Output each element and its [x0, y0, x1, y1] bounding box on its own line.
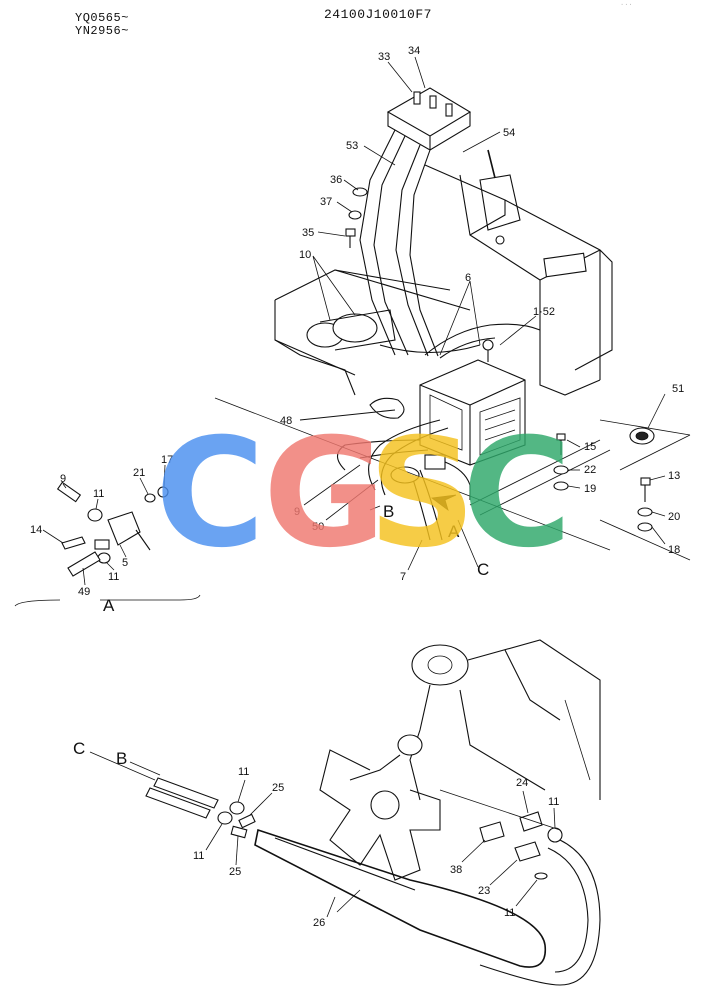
marker-c-bottom: C — [73, 739, 85, 758]
callout-23: 23 — [478, 885, 490, 897]
grommet-51-hole — [635, 431, 649, 441]
callout-21: 21 — [133, 467, 145, 479]
callout-18: 18 — [668, 544, 680, 556]
callout-14: 14 — [30, 524, 42, 536]
leader-48 — [299, 409, 396, 421]
watermark-letter-3: S — [368, 407, 476, 581]
corner-text: ... — [620, 0, 633, 8]
callout-7: 7 — [400, 571, 406, 583]
callout-1-52: 1·52 — [533, 306, 555, 318]
serial-line-2: YN2956~ — [75, 24, 129, 38]
callout-11-detail-2: 11 — [108, 571, 119, 583]
fittings-left — [217, 801, 256, 839]
callout-25-lower-2: 25 — [229, 866, 241, 878]
perspective-line-5 — [469, 439, 601, 506]
callout-49: 49 — [78, 586, 90, 598]
callout-25-lower-1: 25 — [272, 782, 284, 794]
bolt-35 — [345, 228, 356, 248]
line-6b — [439, 337, 496, 359]
callout-9-main: 9 — [294, 506, 300, 518]
engine-block — [349, 639, 601, 801]
tank-body — [424, 149, 613, 396]
part-number: 24100J10010F7 — [324, 7, 432, 22]
callout-54: 54 — [503, 127, 515, 139]
callout-10: 10 — [299, 249, 311, 261]
marker-b-top: B — [383, 502, 394, 521]
nut-18 — [637, 522, 653, 532]
line-6a — [424, 323, 541, 356]
perspective-line-3 — [619, 434, 691, 471]
callout-35: 35 — [302, 227, 314, 239]
callout-36: 36 — [330, 174, 342, 186]
marker-a-detail: A — [103, 596, 115, 615]
perspective-line-1 — [214, 397, 611, 551]
heater-hoses — [336, 419, 471, 541]
detail-a — [14, 481, 201, 607]
callout-20: 20 — [668, 511, 680, 523]
callout-labels: 34 33 54 53 36 37 35 10 6 1·52 51 48 15 … — [30, 45, 684, 929]
callout-53: 53 — [346, 140, 358, 152]
bolt-15 — [556, 433, 566, 455]
callout-11-lower-4: 11 — [504, 907, 515, 919]
callout-13: 13 — [668, 470, 680, 482]
callout-37: 37 — [320, 196, 332, 208]
seat-platform — [274, 269, 481, 396]
fittings-right — [439, 789, 563, 880]
callout-50: 50 — [312, 521, 324, 533]
callout-26: 26 — [313, 917, 325, 929]
marker-c-top: C — [477, 560, 489, 579]
hoses-26 — [254, 828, 601, 986]
heater-unit — [419, 339, 526, 466]
callout-11-lower-3: 11 — [548, 796, 559, 808]
callout-6: 6 — [465, 272, 471, 284]
callout-15: 15 — [584, 441, 596, 453]
part-48-loop — [369, 397, 405, 419]
callout-38: 38 — [450, 864, 462, 876]
leader-lines — [42, 56, 666, 918]
marker-b-bottom: B — [116, 749, 127, 768]
perspective-line-6 — [479, 449, 611, 516]
callout-22: 22 — [584, 464, 596, 476]
perspective-line-2 — [599, 419, 691, 436]
watermark-letter-1: C — [155, 407, 265, 581]
arrow-a — [430, 494, 457, 512]
callout-11-lower-1: 11 — [238, 766, 249, 778]
callout-17: 17 — [161, 454, 173, 466]
callout-51: 51 — [672, 383, 684, 395]
callout-11-lower-2: 11 — [193, 850, 204, 862]
washer-20 — [637, 507, 653, 517]
callout-33: 33 — [378, 51, 390, 63]
callout-9-detail: 9 — [60, 473, 66, 485]
watermark-letter-2: G — [263, 407, 386, 581]
watermark: C G S C — [155, 407, 572, 581]
bolt-13 — [640, 477, 651, 502]
callout-34: 34 — [408, 45, 420, 57]
marker-a-top: A — [448, 522, 460, 541]
washer-37 — [348, 210, 362, 220]
perspective-line-4 — [599, 519, 691, 561]
callout-24: 24 — [516, 777, 528, 789]
callout-11-detail-1: 11 — [93, 488, 104, 500]
callout-19: 19 — [584, 483, 596, 495]
control-head-assembly — [359, 87, 472, 357]
washer-36 — [352, 187, 368, 197]
cooling-fan — [319, 749, 441, 881]
callout-5: 5 — [122, 557, 128, 569]
callout-48: 48 — [280, 415, 292, 427]
serial-line-1: YQ0565~ — [75, 11, 129, 25]
pipes-bc — [89, 751, 219, 819]
watermark-letter-4: C — [462, 407, 572, 581]
